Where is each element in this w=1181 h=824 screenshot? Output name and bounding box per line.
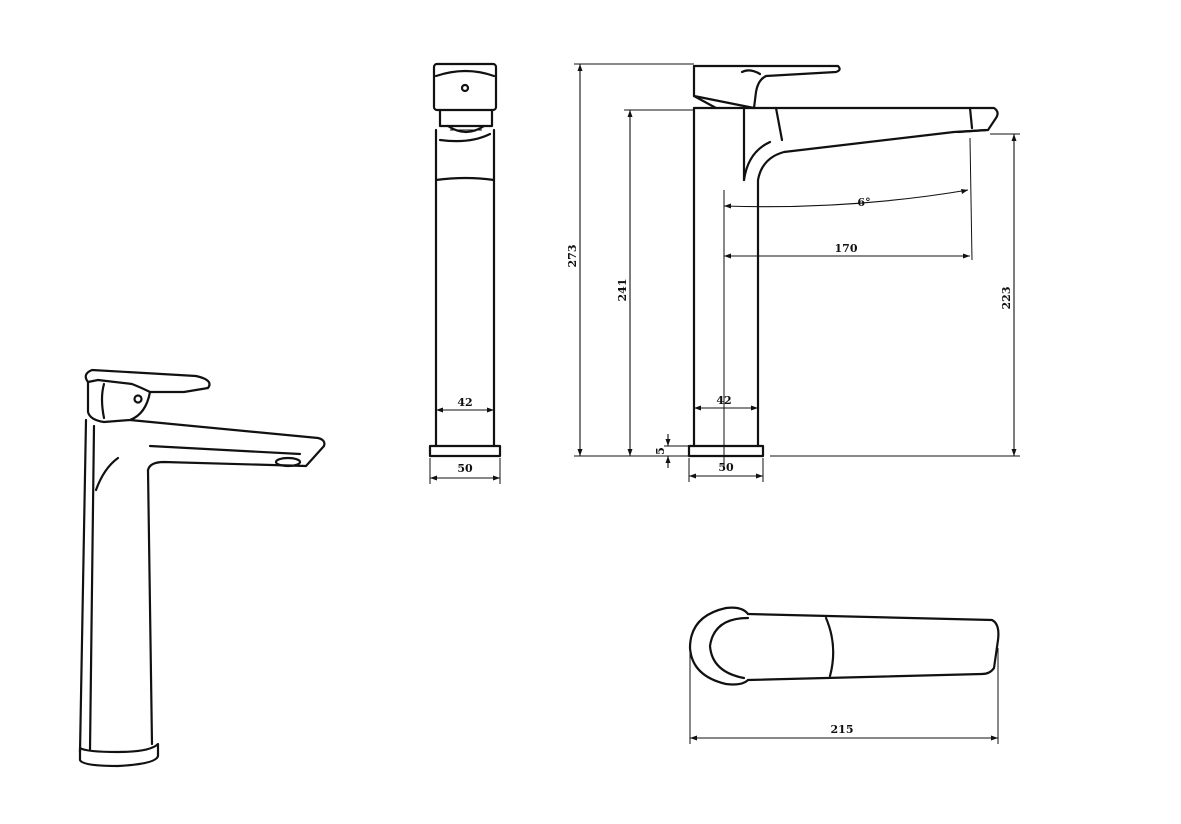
side-dim-5-label: 5 (654, 447, 667, 455)
front-handle-screw (460, 83, 470, 93)
side-dim-273-extension (574, 63, 694, 457)
front-dim-50-arrows (430, 475, 500, 481)
side-spout (692, 106, 999, 448)
side-dim-50-extension (688, 458, 764, 482)
side-dim-angle-arc (723, 189, 969, 208)
iso-screw (133, 394, 143, 404)
front-aerator (446, 124, 486, 134)
side-spout-tip (968, 106, 974, 130)
front-body-joint (434, 176, 496, 182)
top-handle-inner (708, 616, 750, 680)
top-spout (746, 612, 1000, 682)
side-dim-42-label: 42 (716, 394, 731, 407)
side-view: 273 241 223 6° 170 42 5 (566, 63, 1020, 482)
isometric-view (78, 368, 326, 768)
front-handle-crown (434, 69, 496, 78)
front-neck (438, 108, 494, 128)
front-dim-42-arrows (436, 407, 494, 413)
top-dim-215-label: 215 (831, 723, 854, 736)
side-dim-241-label: 241 (616, 279, 629, 302)
side-dim-50-label: 50 (718, 461, 734, 474)
front-handle (432, 62, 498, 112)
side-dim-5-arrows (665, 439, 671, 463)
top-dim-215-extension (689, 648, 999, 744)
side-spout-joint (774, 106, 784, 142)
side-aerator (956, 128, 988, 134)
side-lever-curve (740, 69, 762, 76)
side-lever-edge (692, 94, 718, 110)
front-body-curve (438, 132, 492, 143)
front-body (434, 128, 496, 448)
side-lever (692, 64, 841, 110)
iso-body-left (78, 418, 88, 754)
iso-cartridge (86, 380, 152, 424)
side-dim-223-label: 223 (1000, 287, 1013, 310)
iso-spout-edge (148, 444, 302, 456)
side-dim-42-arrows (694, 405, 758, 411)
side-body (692, 106, 746, 448)
iso-body-curve (94, 456, 120, 492)
front-dim-42-label: 42 (457, 396, 472, 409)
side-dim-223-extension (770, 133, 1020, 457)
iso-body-right (146, 468, 154, 746)
front-view: 42 50 (428, 62, 502, 484)
iso-spout (128, 418, 326, 472)
side-dim-170-label: 170 (835, 242, 858, 255)
side-dim-273-label: 273 (566, 245, 579, 268)
front-dim-50-label: 50 (457, 462, 473, 475)
iso-cartridge-edge (100, 382, 106, 420)
iso-lever (84, 368, 211, 394)
side-dim-angle-label: 6° (857, 196, 870, 209)
top-spout-joint (824, 616, 835, 678)
side-base (687, 444, 765, 458)
side-dim-angle-arrows (724, 189, 968, 209)
iso-aerator (274, 456, 302, 468)
iso-base (78, 742, 160, 768)
side-aerator-extension (969, 137, 973, 261)
iso-body-inner (88, 424, 96, 752)
front-base (428, 444, 502, 458)
front-dim-50-extension (429, 458, 501, 484)
top-handle-outer (688, 606, 750, 686)
top-view: 215 (688, 606, 1000, 744)
